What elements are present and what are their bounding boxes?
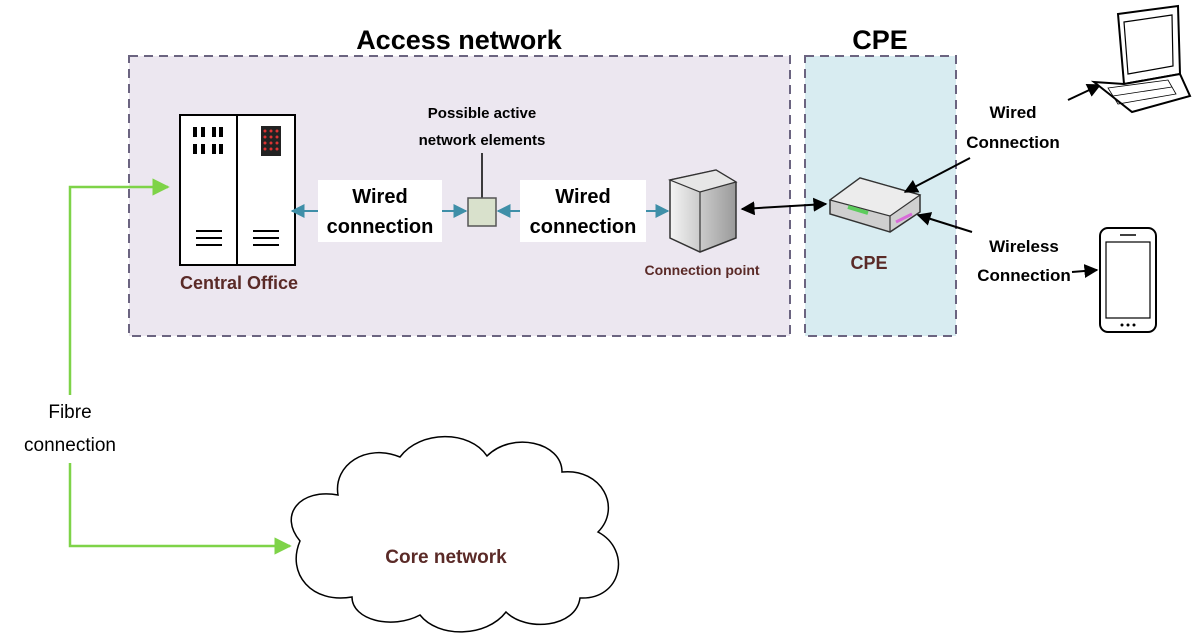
active-elements-label-line2: network elements bbox=[419, 132, 546, 149]
laptop-icon bbox=[1090, 4, 1192, 114]
laptop-link-label-line1: Wired bbox=[989, 103, 1036, 122]
wired-link-2-label-line1: Wired bbox=[555, 186, 610, 208]
central-office-label: Central Office bbox=[180, 273, 298, 293]
smartphone-icon bbox=[1099, 227, 1157, 333]
wired-link-1-label-line1: Wired bbox=[352, 186, 407, 208]
fibre-link-upper bbox=[68, 178, 170, 395]
fibre-link-lower bbox=[68, 463, 292, 555]
fibre-link-label-line1: Fibre bbox=[48, 402, 91, 423]
cpe-label: CPE bbox=[850, 253, 887, 273]
phone-link-label-line1: Wireless bbox=[989, 237, 1059, 256]
active-elements-label-line1: Possible active bbox=[428, 105, 536, 122]
phone-link-label-line2: Connection bbox=[977, 266, 1071, 285]
phone-pointer bbox=[1071, 264, 1099, 278]
phone-link bbox=[916, 212, 973, 233]
central-office-icon bbox=[179, 114, 296, 266]
fibre-link-label-line2: connection bbox=[24, 435, 116, 456]
access-network-title: Access network bbox=[356, 25, 563, 55]
connection-point-cpe-link bbox=[740, 197, 828, 216]
wired-link-1-label-line2: connection bbox=[327, 216, 434, 238]
connection-point-icon bbox=[667, 169, 738, 253]
cpe-region-title: CPE bbox=[852, 25, 908, 55]
connection-point-label: Connection point bbox=[644, 262, 759, 278]
laptop-link-label-line2: Connection bbox=[966, 133, 1060, 152]
core-network-label: Core network bbox=[385, 547, 507, 568]
wired-link-2-label-line2: connection bbox=[530, 216, 637, 238]
laptop-link bbox=[903, 157, 971, 193]
wired-link-1-box bbox=[318, 180, 442, 242]
laptop-pointer bbox=[1067, 84, 1102, 101]
core-network-cloud bbox=[290, 436, 620, 633]
active-element-box bbox=[467, 197, 497, 227]
cpe-router-icon bbox=[828, 177, 922, 233]
wired-link-2-box bbox=[520, 180, 646, 242]
